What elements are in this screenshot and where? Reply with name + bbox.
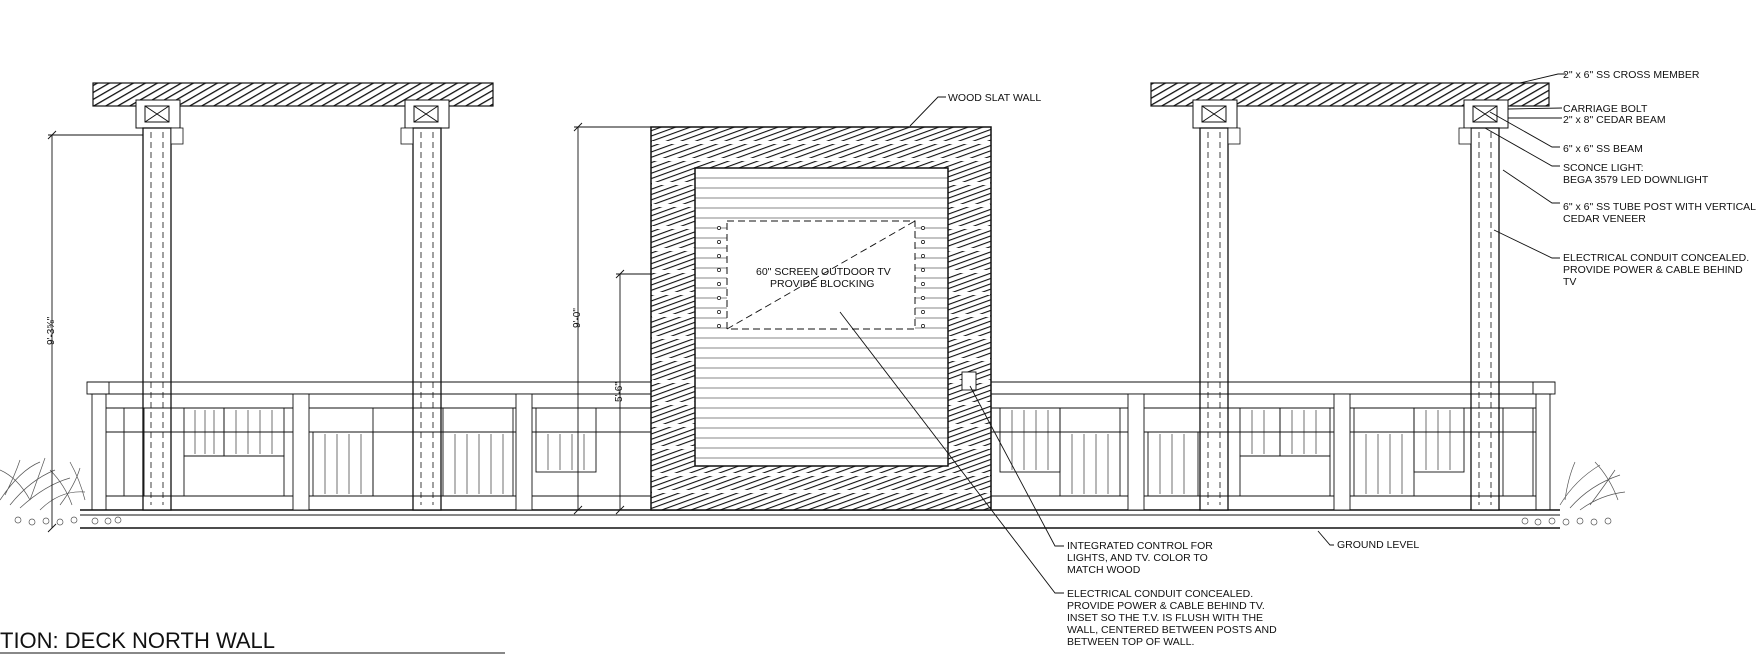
dim-pergola-height: 9'-3⅝" xyxy=(46,316,57,345)
beam-bracket xyxy=(135,99,1509,129)
tv-label-line1: 60" SCREEN OUTDOOR TV xyxy=(756,266,891,278)
label-carriage-bolt: CARRIAGE BOLT xyxy=(1563,103,1648,115)
cross-member-right xyxy=(1150,82,1550,107)
label-wood-slat-wall: WOOD SLAT WALL xyxy=(948,92,1041,104)
label-ss-beam: 6" x 6" SS BEAM xyxy=(1563,143,1643,155)
label-control-line2: LIGHTS, AND TV. COLOR TO xyxy=(1067,552,1208,564)
label-sconce-line1: SCONCE LIGHT: xyxy=(1563,162,1644,174)
label-cross-member: 2" x 6" SS CROSS MEMBER xyxy=(1563,69,1700,81)
label-conduit-bottom-line5: BETWEEN TOP OF WALL. xyxy=(1067,636,1194,648)
deck-base xyxy=(80,509,1560,529)
label-cedar-beam: 2" x 8" CEDAR BEAM xyxy=(1563,114,1666,126)
dimension-lines xyxy=(47,122,651,533)
label-conduit-bottom-line1: ELECTRICAL CONDUIT CONCEALED. xyxy=(1067,588,1253,600)
control-panel xyxy=(961,371,977,391)
label-tube-post-line1: 6" x 6" SS TUBE POST WITH VERTICAL xyxy=(1563,201,1756,213)
drawing-title: TION: DECK NORTH WALL xyxy=(0,628,275,653)
label-tube-post-line2: CEDAR VENEER xyxy=(1563,213,1646,225)
label-conduit-right-line2: PROVIDE POWER & CABLE BEHIND xyxy=(1563,264,1743,276)
label-ground-level: GROUND LEVEL xyxy=(1337,539,1419,551)
label-conduit-bottom-line3: INSET SO THE T.V. IS FLUSH WITH THE xyxy=(1067,612,1263,624)
tv-label-line2: PROVIDE BLOCKING xyxy=(770,278,874,290)
dim-wall-height: 9'-0" xyxy=(572,308,583,328)
deck-railing xyxy=(86,381,1556,511)
cross-member-left xyxy=(92,82,494,107)
plant-right xyxy=(1521,461,1626,526)
leader-lines xyxy=(839,73,1566,594)
label-sconce-line2: BEGA 3579 LED DOWNLIGHT xyxy=(1563,174,1709,186)
label-conduit-bottom-line2: PROVIDE POWER & CABLE BEHIND TV. xyxy=(1067,600,1265,612)
label-conduit-right-line1: ELECTRICAL CONDUIT CONCEALED. xyxy=(1563,252,1749,264)
label-control-line3: MATCH WOOD xyxy=(1067,564,1141,576)
post xyxy=(142,127,1500,511)
tv-outline xyxy=(717,220,925,330)
dim-tv-height: 5'-6" xyxy=(614,382,625,402)
label-conduit-bottom-line4: WALL, CENTERED BETWEEN POSTS AND xyxy=(1067,624,1277,636)
label-control-line1: INTEGRATED CONTROL FOR xyxy=(1067,540,1213,552)
railing-balusters xyxy=(194,410,1451,494)
label-conduit-right-line3: TV xyxy=(1563,276,1576,288)
